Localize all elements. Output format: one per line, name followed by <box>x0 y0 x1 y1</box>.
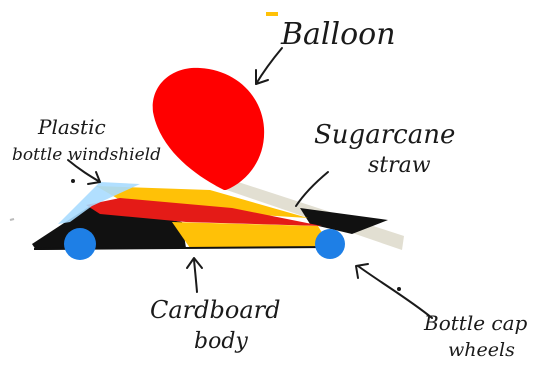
car-body-yellow-front <box>172 222 330 248</box>
windshield-label-line1: Plastic <box>37 115 106 139</box>
rear-wheel <box>64 228 96 260</box>
stray-mark <box>10 219 14 220</box>
body-label-line1: Cardboard <box>150 296 280 324</box>
windshield-label-line2: bottle windshield <box>12 145 161 165</box>
balloon-arrow <box>256 48 282 84</box>
body-arrow <box>187 258 202 292</box>
balloon-label: Balloon <box>280 17 396 52</box>
straw-label-line2: straw <box>368 153 431 178</box>
dot-mark-right <box>397 287 401 291</box>
wheels-arrow <box>356 264 432 318</box>
front-wheel <box>315 229 345 259</box>
wheels-label-line1: Bottle cap <box>423 311 528 335</box>
dot-mark-left <box>71 179 75 183</box>
body-label-line2: body <box>194 329 248 354</box>
straw-label-line1: Sugarcane <box>314 120 455 150</box>
balloon <box>153 68 264 190</box>
straw-arrow <box>296 172 328 206</box>
wheels-label-line2: wheels <box>448 339 515 361</box>
yellow-accent-mark <box>266 12 278 16</box>
